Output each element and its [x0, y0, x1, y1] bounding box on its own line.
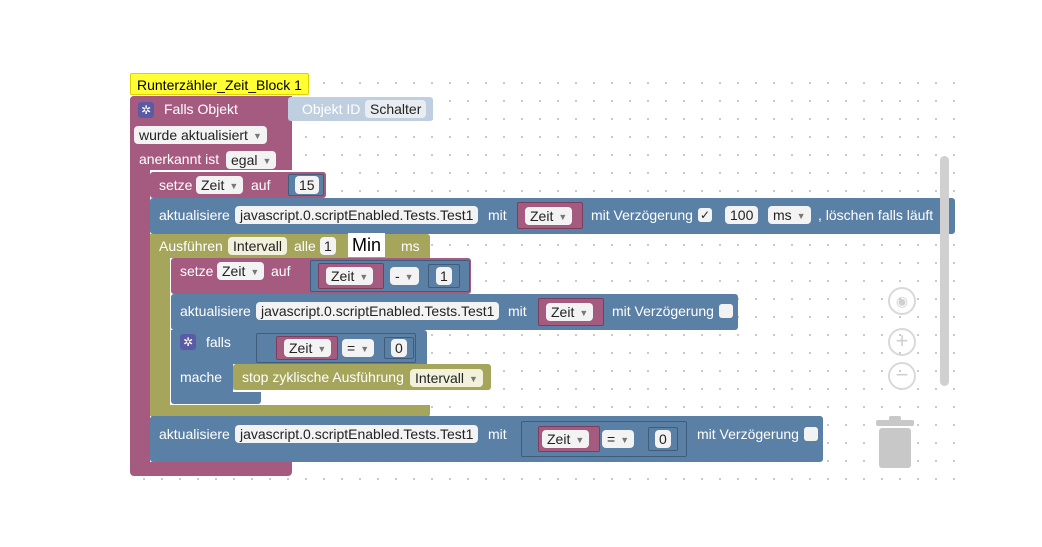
aktualisiere-label-3: aktualisiere — [159, 426, 230, 442]
stop-target-dropdown[interactable]: Intervall ▼ — [410, 369, 483, 387]
set2-var-value: Zeit — [222, 263, 246, 279]
auf-label-2: auf — [271, 263, 291, 279]
compare-var-value: Zeit — [289, 340, 313, 356]
trigger-block-spine — [130, 96, 150, 470]
setze-label-2: setze — [180, 263, 214, 279]
setze-label: setze — [159, 177, 193, 193]
anerkannt-label: anerkannt ist — [139, 151, 220, 167]
auf-label: auf — [251, 177, 271, 193]
chevron-down-icon: ▼ — [317, 344, 327, 354]
aktualisiere-label: aktualisiere — [159, 207, 230, 223]
compare-op-value: = — [347, 340, 356, 356]
aktualisiere-label-2: aktualisiere — [180, 303, 251, 319]
stop-label: stop zyklische Ausführung — [242, 369, 404, 385]
verzoegerung-label-2: mit Verzögerung — [612, 303, 714, 319]
min-overlay-label: Min — [348, 233, 386, 257]
trash-icon[interactable] — [874, 416, 916, 468]
stop-target-value: Intervall — [415, 370, 465, 386]
interval-value-field[interactable]: 1 — [320, 237, 336, 255]
zeit-var-value: Zeit — [530, 208, 554, 224]
chevron-down-icon: ▼ — [404, 272, 414, 282]
gear-icon[interactable]: ✲ — [180, 334, 196, 350]
falls-objekt-label: Falls Objekt — [164, 101, 238, 117]
recenter-icon[interactable]: ◉ — [888, 287, 916, 315]
interval-name-field[interactable]: Intervall — [228, 237, 288, 255]
interval-block-spine — [150, 234, 170, 416]
chevron-down-icon: ▼ — [796, 211, 806, 221]
loeschen-label: , löschen falls läuft — [818, 207, 934, 223]
object-field-2[interactable]: javascript.0.scriptEnabled.Tests.Test1 — [256, 302, 500, 320]
compare-op-dropdown[interactable]: =▼ — [342, 339, 375, 357]
delay-checkbox[interactable]: ✓ — [698, 208, 712, 222]
interval-block-footer — [150, 405, 430, 417]
delay-checkbox-2[interactable] — [719, 304, 733, 318]
unit-dropdown[interactable]: ms ▼ — [768, 206, 811, 224]
anerkannt-dropdown[interactable]: egal ▼ — [226, 151, 277, 169]
zeit-var-dropdown[interactable]: Zeit ▼ — [525, 207, 573, 225]
compare-number-field-3[interactable]: 0 — [655, 430, 671, 448]
delay-checkbox-3[interactable] — [804, 427, 818, 441]
chevron-down-icon: ▼ — [262, 156, 272, 166]
math-op-value: - — [395, 268, 400, 284]
anerkannt-dropdown-value: egal — [231, 152, 258, 168]
vertical-scrollbar[interactable] — [940, 156, 949, 386]
verzoegerung-label: mit Verzögerung — [591, 207, 693, 223]
delay-field[interactable]: 100 — [725, 206, 759, 224]
unit-value: ms — [773, 207, 792, 223]
event-dropdown-value: wurde aktualisiert — [139, 127, 248, 143]
zeit-var-dropdown-2[interactable]: Zeit ▼ — [546, 303, 594, 321]
trigger-block-footer — [130, 462, 292, 476]
chevron-down-icon: ▼ — [359, 272, 369, 282]
math-var-value: Zeit — [331, 268, 355, 284]
mit-label-2: mit — [508, 303, 527, 319]
set-var-value: Zeit — [201, 177, 225, 193]
math-var-dropdown[interactable]: Zeit ▼ — [326, 267, 374, 285]
compare-var-dropdown[interactable]: Zeit ▼ — [284, 339, 332, 357]
compare-op-value-3: = — [607, 431, 616, 447]
compare-var-dropdown-3[interactable]: Zeit ▼ — [542, 430, 590, 448]
zoom-out-icon[interactable]: − — [888, 362, 916, 390]
block-comment[interactable]: Runterzähler_Zeit_Block 1 — [130, 73, 309, 95]
mit-label-3: mit — [488, 426, 507, 442]
ausfuehren-label: Ausführen — [159, 238, 223, 254]
mache-label: mache — [180, 369, 223, 385]
compare-number-field[interactable]: 0 — [391, 339, 407, 357]
chevron-down-icon: ▼ — [229, 181, 239, 191]
chevron-down-icon: ▼ — [360, 344, 370, 354]
compare-var-value-3: Zeit — [547, 431, 571, 447]
chevron-down-icon: ▼ — [579, 308, 589, 318]
chevron-down-icon: ▼ — [575, 435, 585, 445]
chevron-down-icon: ▼ — [558, 212, 568, 222]
zoom-in-icon[interactable]: + — [888, 328, 916, 356]
chevron-down-icon: ▼ — [469, 374, 478, 384]
falls-label: falls — [206, 334, 231, 350]
object-field-3[interactable]: javascript.0.scriptEnabled.Tests.Test1 — [235, 425, 479, 443]
chevron-down-icon: ▼ — [250, 267, 260, 277]
event-dropdown[interactable]: wurde aktualisiert ▼ — [134, 126, 267, 144]
object-field[interactable]: javascript.0.scriptEnabled.Tests.Test1 — [235, 206, 479, 224]
alle-label: alle — [294, 238, 316, 254]
objekt-id-field[interactable]: Schalter — [365, 100, 427, 118]
objekt-id-label: Objekt ID — [302, 101, 361, 117]
set-var-dropdown[interactable]: Zeit ▼ — [196, 176, 244, 194]
set2-var-dropdown[interactable]: Zeit ▼ — [217, 262, 265, 280]
chevron-down-icon: ▼ — [620, 435, 630, 445]
number-field[interactable]: 15 — [295, 176, 319, 194]
math-op-dropdown[interactable]: -▼ — [390, 267, 419, 285]
interval-unit-label: ms — [401, 238, 420, 254]
chevron-down-icon: ▼ — [252, 131, 262, 141]
verzoegerung-label-3: mit Verzögerung — [697, 426, 799, 442]
mit-label: mit — [488, 207, 507, 223]
compare-op-dropdown-3[interactable]: =▼ — [602, 430, 635, 448]
if-block-footer — [171, 392, 261, 404]
zeit-var-value-2: Zeit — [551, 304, 575, 320]
math-number-field[interactable]: 1 — [436, 267, 452, 285]
gear-icon[interactable]: ✲ — [138, 102, 154, 118]
